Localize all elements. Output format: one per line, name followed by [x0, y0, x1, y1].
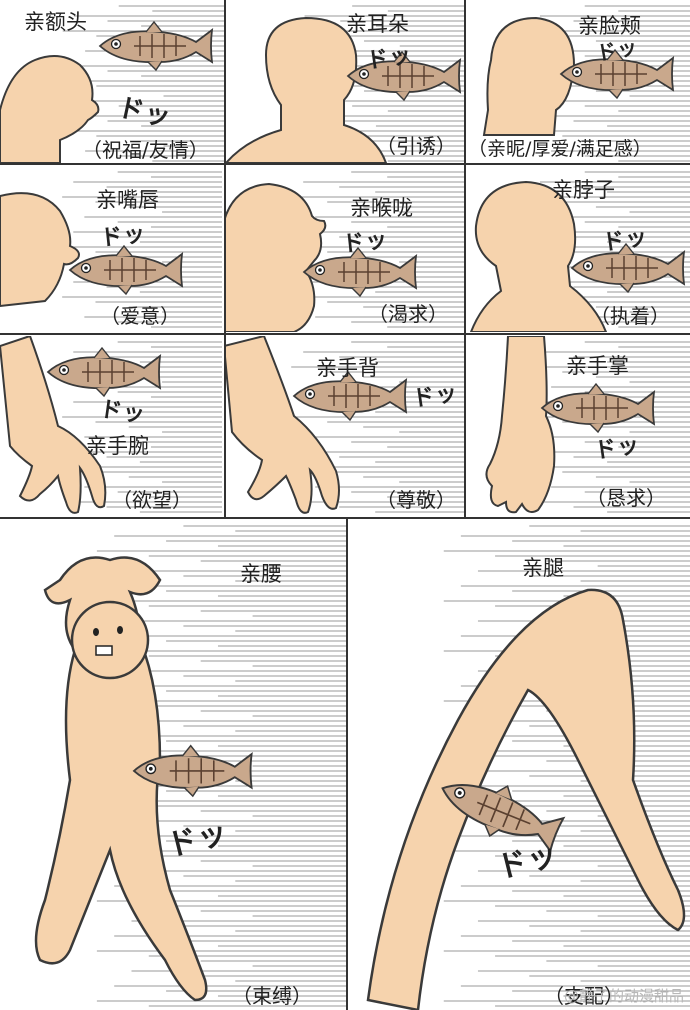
- sound-effect: ドッ: [98, 395, 148, 429]
- sound-effect: ドッ: [340, 226, 390, 258]
- panel-meaning: （祝福/友情）: [82, 138, 209, 162]
- palm-drawing: [485, 336, 690, 514]
- panel-meaning: （欲望）: [112, 488, 192, 512]
- panel-meaning: （支配）: [544, 984, 624, 1008]
- panel-meaning: （引诱）: [376, 134, 456, 158]
- panel-meaning: （爱意）: [100, 304, 180, 328]
- neck-drawing: [469, 171, 690, 332]
- cheek-drawing: [482, 5, 690, 162]
- sound-effect: ドッ: [98, 220, 148, 252]
- panel-title: 亲耳朵: [346, 12, 409, 36]
- panel-meaning: （恳求）: [586, 486, 666, 510]
- watermark: @静子的动漫甜品: [563, 987, 684, 1005]
- fish-icon: [541, 383, 655, 433]
- panel-meaning: （尊敬）: [376, 488, 456, 512]
- leg-figure: [366, 588, 686, 1010]
- hand-figure: [485, 336, 556, 514]
- head-figure: [226, 16, 388, 163]
- panel-title: 亲手背: [316, 356, 379, 380]
- head-figure: [469, 180, 608, 332]
- sound-effect: ドッ: [410, 379, 460, 413]
- fish-icon: [99, 21, 213, 71]
- head-figure: [482, 16, 576, 136]
- panel-cheek: 亲脸颊 ドッ （亲昵/厚爱/满足感）: [466, 0, 690, 163]
- speed-lines: [291, 341, 464, 513]
- panel-title: 亲脖子: [552, 178, 615, 202]
- hand-figure: [224, 336, 340, 514]
- ear-drawing: [226, 5, 464, 163]
- body-figure: [34, 556, 208, 1002]
- panel-title: 亲喉咙: [350, 196, 413, 220]
- panel-title: 亲腰: [240, 562, 282, 586]
- head-figure: [0, 55, 100, 163]
- mouth: [95, 645, 113, 656]
- panel-palm: 亲手掌 ドッ （恳求）: [466, 336, 690, 516]
- panel-neck: 亲脖子 ドッ （执着）: [466, 166, 690, 332]
- sound-effect: ドッ: [364, 41, 414, 75]
- panel-title: 亲手腕: [86, 434, 149, 458]
- panel-title: 亲手掌: [566, 354, 629, 378]
- panel-throat: 亲喉咙 ドッ （渴求）: [224, 166, 464, 332]
- eye-left: [93, 628, 99, 636]
- panel-title: 亲脸颊: [578, 14, 641, 38]
- wrist-drawing: [0, 336, 222, 514]
- panel-leg: 亲腿 ドッ （支配）: [348, 520, 690, 1010]
- panel-waist: 亲腰 ドッ （束缚）: [0, 520, 346, 1010]
- head-figure: [0, 192, 80, 308]
- panel-hand-back: 亲手背 ドッ （尊敬）: [224, 336, 464, 516]
- fish-icon: [47, 347, 161, 397]
- waist-drawing: [34, 525, 346, 1007]
- panel-meaning: （束缚）: [232, 984, 312, 1008]
- head-figure: [224, 182, 327, 332]
- panel-meaning: （亲昵/厚爱/满足感）: [468, 138, 652, 160]
- panel-meaning: （执着）: [590, 304, 670, 328]
- panel-meaning: （渴求）: [368, 302, 448, 326]
- sound-effect: ドッ: [592, 431, 642, 465]
- panel-forehead: 亲额头 ドッ （祝福/友情）: [0, 0, 224, 163]
- panel-ear: 亲耳朵 ドッ （引诱）: [226, 0, 464, 163]
- lips-drawing: [0, 171, 222, 328]
- panel-title: 亲嘴唇: [96, 188, 159, 212]
- throat-drawing: [224, 171, 464, 332]
- hand-figure: [0, 336, 107, 514]
- head-figure: [70, 600, 150, 680]
- panel-title: 亲腿: [522, 556, 564, 580]
- panel-title: 亲额头: [24, 10, 87, 34]
- hand-back-drawing: [224, 336, 464, 514]
- leg-drawing: [366, 525, 690, 1010]
- panel-wrist: ドッ 亲手腕 （欲望）: [0, 336, 222, 516]
- sound-effect: ドッ: [600, 223, 650, 257]
- forehead-drawing: [0, 5, 224, 163]
- panel-lips: 亲嘴唇 ドッ （爱意）: [0, 166, 222, 332]
- eye-right: [117, 626, 123, 634]
